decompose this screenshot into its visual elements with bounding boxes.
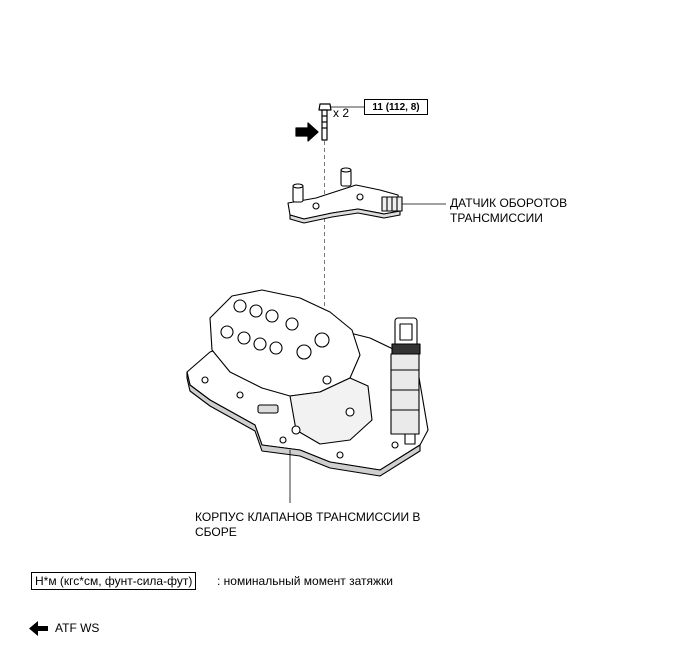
- bolt-arrow-icon: [295, 122, 319, 142]
- valve-body-part: [186, 289, 429, 477]
- legend-torque-description: : номинальный момент затяжки: [217, 574, 393, 588]
- valve-body-label-line1: КОРПУС КЛАПАНОВ ТРАНСМИССИИ В: [195, 510, 421, 524]
- sensor-label-line2: ТРАНСМИССИИ: [450, 211, 543, 225]
- valve-body-label-line2: СБОРЕ: [195, 525, 237, 539]
- torque-spec-box: 11 (112, 8): [364, 99, 428, 115]
- legend-fluid: ATF WS: [55, 621, 100, 635]
- bolt: [318, 103, 332, 141]
- sensor-label-line1: ДАТЧИК ОБОРОТОВ: [450, 196, 568, 210]
- bolt-quantity: x 2: [333, 106, 350, 120]
- legend-torque-units: Н*м (кгс*см, фунт-сила-фут): [31, 572, 197, 590]
- speed-sensor-part: [287, 167, 403, 224]
- atf-arrow-icon: [29, 621, 48, 636]
